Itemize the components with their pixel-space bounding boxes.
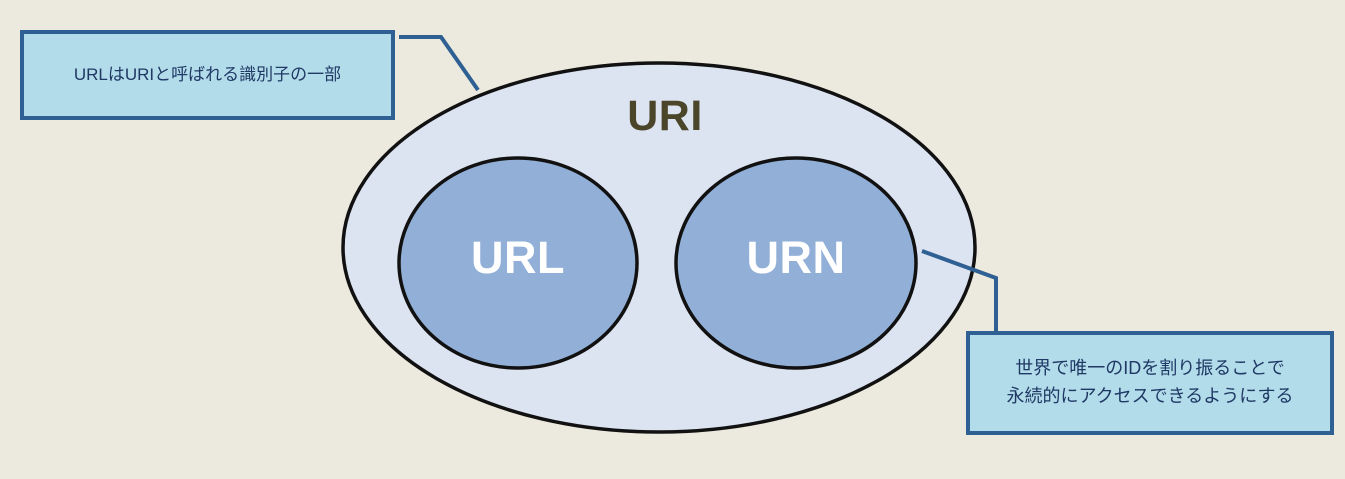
callout-box-urn[interactable]: 世界で唯一のIDを割り振ることで 永続的にアクセスできるようにする bbox=[966, 331, 1334, 435]
connector-right-line bbox=[921, 249, 998, 331]
url-ellipse[interactable] bbox=[397, 156, 639, 370]
connector-left-line bbox=[399, 35, 480, 92]
callout-text-urn: 世界で唯一のIDを割り振ることで 永続的にアクセスできるようにする bbox=[1006, 358, 1294, 406]
callout-text-uri: URLはURIと呼ばれる識別子の一部 bbox=[73, 65, 342, 85]
urn-ellipse[interactable] bbox=[674, 156, 918, 370]
callout-box-uri[interactable]: URLはURIと呼ばれる識別子の一部 bbox=[20, 30, 395, 120]
